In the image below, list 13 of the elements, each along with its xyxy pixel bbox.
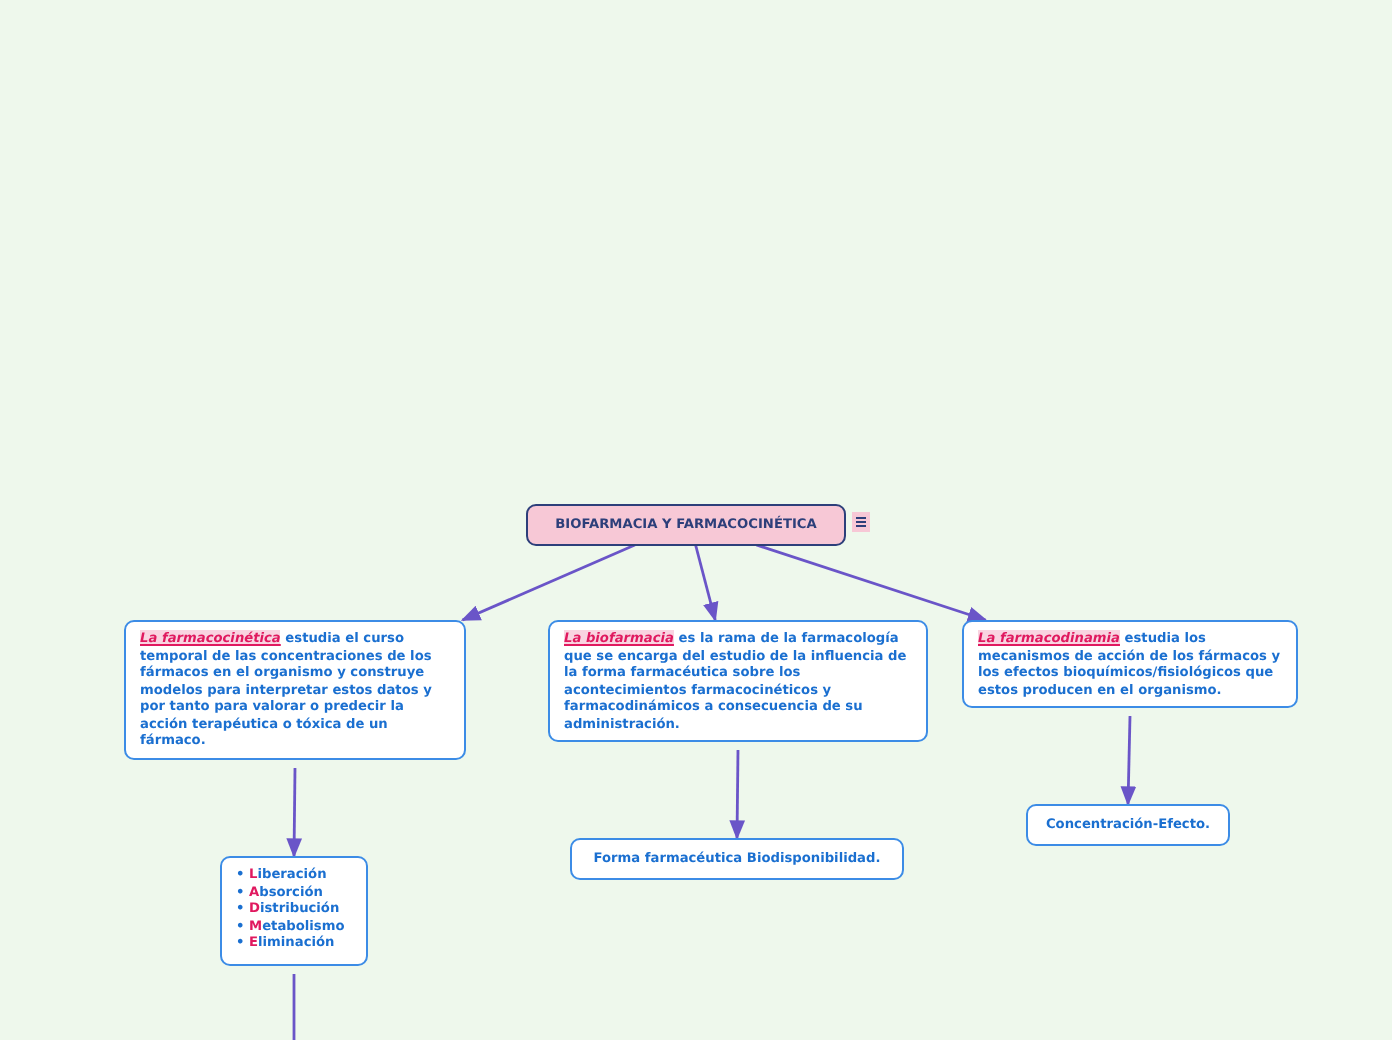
list-box	[220, 856, 368, 966]
arrow	[694, 544, 719, 622]
arrow	[460, 543, 636, 622]
concept-box	[548, 620, 928, 742]
concept-box	[570, 838, 904, 879]
arrow	[286, 768, 303, 858]
concept-box	[1026, 804, 1230, 845]
concept-box	[962, 620, 1298, 708]
arrow	[755, 543, 988, 622]
concept-box	[124, 620, 466, 760]
arrow	[729, 750, 746, 840]
topic-box	[526, 504, 846, 545]
arrow	[1120, 715, 1137, 806]
